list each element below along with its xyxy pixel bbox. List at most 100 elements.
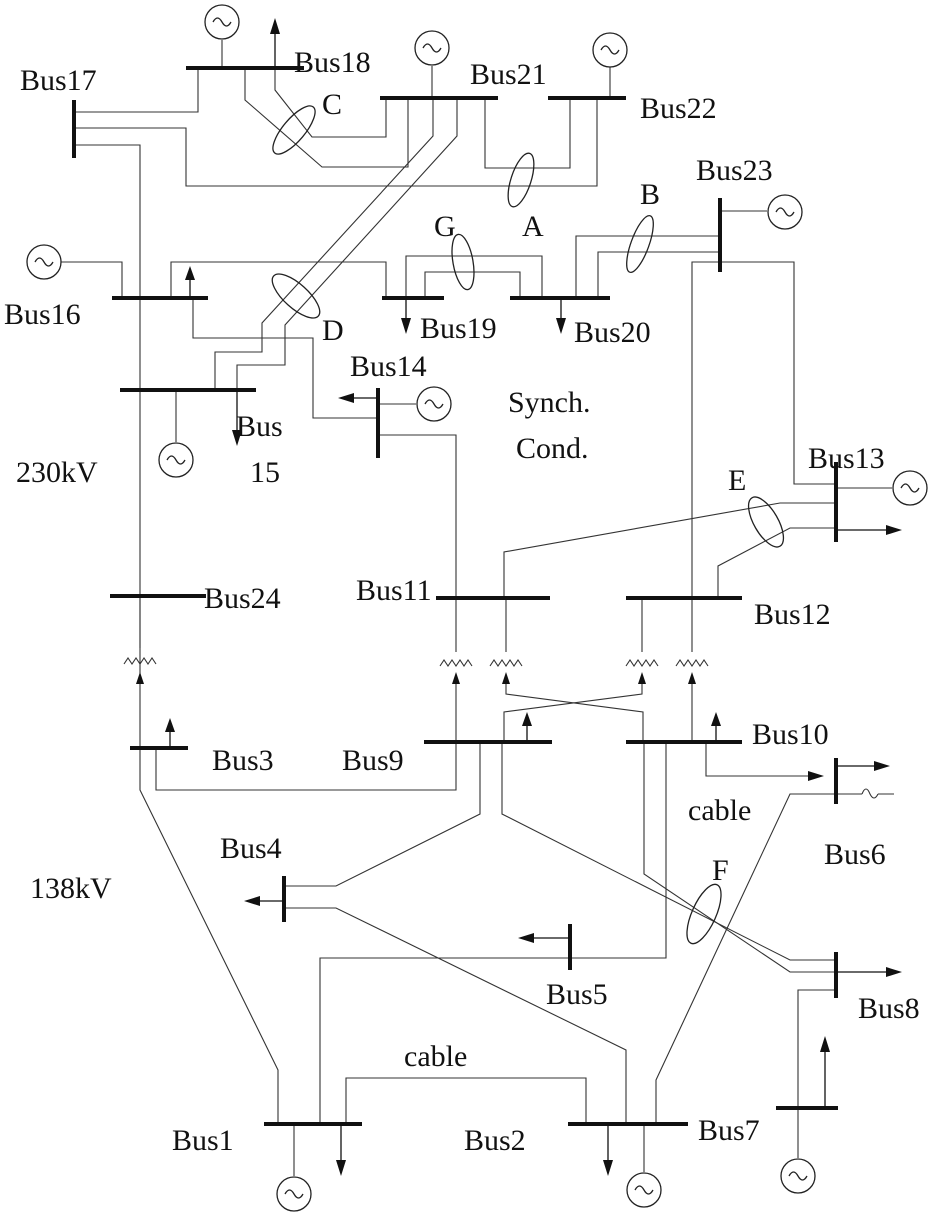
- bus20-label: Bus20: [574, 316, 651, 349]
- bus5-label: Bus5: [546, 978, 608, 1011]
- tx-11-9: [155, 598, 457, 791]
- transformer-icon: [625, 659, 659, 667]
- synch-cond-label-line2: Cond.: [516, 432, 589, 465]
- corridor-g-label: G: [434, 210, 456, 243]
- load-arrow-icon: [886, 967, 902, 977]
- bus8-label: Bus8: [858, 992, 920, 1025]
- bus23-label: Bus23: [696, 154, 773, 187]
- bus7-label: Bus7: [698, 1114, 760, 1147]
- load-arrow-icon: [185, 266, 195, 280]
- corridor-b-ellipse: [626, 214, 654, 274]
- generator-icon: [626, 1172, 662, 1208]
- bus2-label: Bus2: [464, 1124, 526, 1157]
- bus6-label: Bus6: [824, 838, 886, 871]
- annotation-labels: 230kV 138kV Synch. Cond. cable cable: [16, 386, 751, 1073]
- bus18-label: Bus18: [294, 46, 371, 79]
- load-arrow-icon: [270, 18, 280, 34]
- bus11-label: Bus11: [356, 574, 432, 607]
- load-arrow-icon: [336, 1160, 346, 1176]
- line-23-13: [720, 261, 836, 485]
- corridor-c-ellipse: [272, 105, 316, 155]
- load-arrow-icon: [518, 933, 534, 943]
- generator-icon: [276, 1176, 312, 1212]
- generator-icon: [892, 470, 928, 506]
- bus14-label: Bus14: [350, 350, 427, 383]
- cable-label-lower: cable: [404, 1040, 467, 1073]
- load-arrow-icon: [556, 318, 566, 334]
- line-19-20-a: [405, 255, 543, 298]
- load-arrow-icon: [820, 1036, 830, 1052]
- bus24-label: Bus24: [204, 582, 281, 615]
- line-23-12: [691, 261, 720, 598]
- load-arrow-icon: [711, 712, 721, 726]
- line-14-11: [378, 434, 457, 598]
- transformer-icon: [123, 657, 157, 665]
- corridor-d-ellipse: [271, 273, 321, 319]
- line-21-22: [484, 98, 571, 169]
- corridor-f-label: F: [712, 854, 729, 887]
- transformer-arrow-icon: [502, 672, 510, 684]
- load-arrow-icon: [522, 712, 532, 726]
- generator-icon: [26, 244, 62, 280]
- synch-cond-label-line1: Synch.: [508, 386, 591, 419]
- load-arrow-icon: [232, 430, 242, 446]
- generators: [26, 4, 928, 1212]
- transmission-lines: [60, 40, 894, 1176]
- bus17-label: Bus17: [20, 64, 97, 97]
- load-arrow-icon: [338, 393, 354, 403]
- corridor-a-ellipse: [507, 152, 535, 208]
- voltage-230kv-label: 230kV: [16, 456, 98, 489]
- transformer-icon: [439, 659, 473, 667]
- bus9-label: Bus9: [342, 744, 404, 777]
- line-16-14: [192, 298, 378, 419]
- line-9-8: [501, 742, 836, 961]
- cable-label-upper: cable: [688, 794, 751, 827]
- line-16-19: [170, 261, 387, 298]
- bus16-label: Bus16: [4, 298, 81, 331]
- bus19-label: Bus19: [420, 312, 497, 345]
- generator-icon: [592, 32, 628, 68]
- line-9-4: [284, 742, 481, 887]
- line-18-21-a: [244, 68, 409, 168]
- line-19-20-b: [424, 271, 521, 298]
- generator-icon: [414, 30, 450, 66]
- corridor-g-ellipse: [451, 233, 475, 291]
- corridor-ellipses: [271, 105, 785, 945]
- line-21-15-b: [236, 98, 458, 388]
- line-13-12: [717, 527, 836, 598]
- load-arrow-icon: [603, 1160, 613, 1176]
- line-17-22: [74, 100, 598, 187]
- line-5-1: [319, 957, 570, 1124]
- generator-icon: [204, 4, 240, 40]
- bus-bars: [72, 66, 838, 1126]
- line-4-2: [284, 907, 627, 1124]
- load-arrow-icon: [165, 718, 175, 732]
- cable-arrow-icon: [808, 771, 824, 781]
- bus4-label: Bus4: [220, 832, 282, 865]
- line-8-7: [797, 989, 836, 1108]
- corridor-f-ellipse: [686, 883, 722, 945]
- transformer-icon: [489, 659, 523, 667]
- corridor-e-label: E: [728, 464, 746, 497]
- bus12-label: Bus12: [754, 598, 831, 631]
- transformer-icon: [675, 659, 709, 667]
- line-10-8: [643, 742, 836, 973]
- load-arrow-icon: [401, 318, 411, 334]
- cable-termination-icon: [861, 788, 879, 799]
- tx-12-9: [503, 598, 643, 742]
- load-arrows: [165, 18, 902, 1176]
- transformers: [123, 657, 709, 684]
- bus3-label: Bus3: [212, 744, 274, 777]
- bus13-label: Bus13: [808, 442, 885, 475]
- line-20-23-b: [597, 251, 720, 298]
- generator-icon: [158, 442, 194, 478]
- line-1-2-cable: [345, 1077, 587, 1124]
- bus15-label-line1: Bus: [236, 410, 283, 443]
- corridor-c-label: C: [322, 88, 342, 121]
- transformer-arrow-icon: [638, 672, 646, 684]
- corridor-e-ellipse: [747, 496, 785, 548]
- gen-16-link: [60, 261, 123, 298]
- line-10-5: [570, 742, 667, 959]
- line-20-23-a: [575, 235, 720, 298]
